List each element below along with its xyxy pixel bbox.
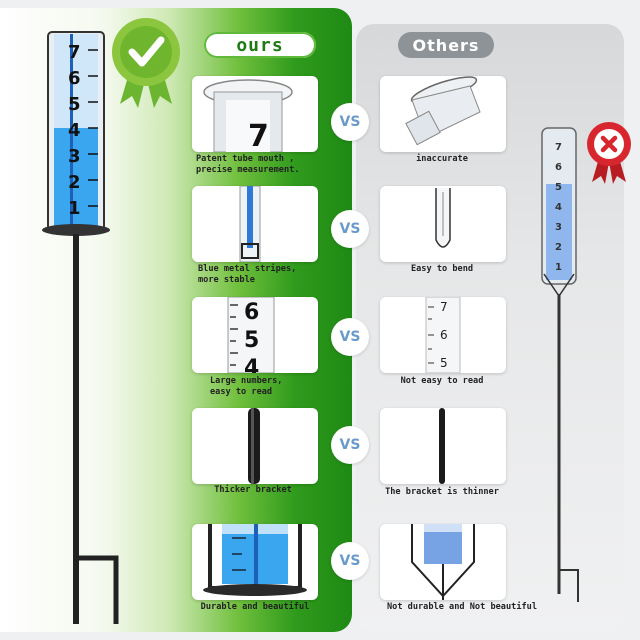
vs-badge-5: VS <box>331 542 369 580</box>
others-caption-3: Not easy to read <box>400 376 484 386</box>
ours-caption-4: Thicker bracket <box>214 485 292 495</box>
ours-header: ours <box>204 32 316 58</box>
vs-badge-3: VS <box>331 318 369 356</box>
others-card-tube-mouth <box>380 76 506 152</box>
others-scale-5: 5 <box>555 182 562 193</box>
others-card-numbers: 7 6 5 <box>380 297 506 373</box>
others-card-bracket <box>380 408 506 484</box>
ours-card-metal-stripe <box>192 186 318 262</box>
others-card-bend <box>380 186 506 262</box>
others-card-durable <box>380 524 506 600</box>
vs-badge-2: VS <box>331 210 369 248</box>
ours-caption-5: Durable and beautiful <box>200 602 310 612</box>
ours-caption-1: Patent tube mouth , precise measurement. <box>196 154 300 175</box>
ours-scale-1: 1 <box>68 198 81 219</box>
vs-badge-1: VS <box>331 103 369 141</box>
others-rain-gauge: 7 6 5 4 3 2 1 <box>541 127 579 602</box>
check-badge-icon <box>112 18 180 108</box>
others-small-6: 6 <box>440 328 448 342</box>
ours-scale-4: 4 <box>68 120 81 141</box>
others-small-5: 5 <box>440 356 448 370</box>
others-scale-2: 2 <box>555 242 562 253</box>
tube-mouth-digit: 7 <box>248 119 269 152</box>
others-caption-1: inaccurate <box>416 154 468 164</box>
ours-caption-3: Large numbers, easy to read <box>210 376 283 397</box>
others-header: Others <box>398 32 494 58</box>
x-badge-icon <box>587 122 631 184</box>
others-scale-1: 1 <box>555 262 562 273</box>
others-scale-6: 6 <box>555 162 562 173</box>
others-scale-3: 3 <box>555 222 562 233</box>
others-caption-5: Not durable and Not beautiful <box>386 602 538 612</box>
ours-rain-gauge: 7 6 5 4 3 2 1 <box>42 31 119 624</box>
ours-big-5: 5 <box>244 328 259 353</box>
ours-big-6: 6 <box>244 300 259 325</box>
ours-card-durable <box>192 524 318 600</box>
ours-card-tube-mouth: 7 <box>192 76 318 152</box>
ours-scale-2: 2 <box>68 172 81 193</box>
ours-caption-2: Blue metal stripes, more stable <box>198 264 297 285</box>
vs-badge-4: VS <box>331 426 369 464</box>
ours-card-bracket <box>192 408 318 484</box>
others-small-7: 7 <box>440 300 448 314</box>
ours-card-numbers: 6 5 4 <box>192 297 318 373</box>
others-scale-4: 4 <box>555 202 562 213</box>
others-scale-7: 7 <box>555 142 562 153</box>
others-caption-4: The bracket is thinner <box>385 487 499 497</box>
others-caption-2: Easy to bend <box>410 264 474 274</box>
ours-scale-5: 5 <box>68 94 81 115</box>
ours-scale-7: 7 <box>68 42 81 63</box>
ours-big-4: 4 <box>244 356 259 373</box>
ours-scale-6: 6 <box>68 68 81 89</box>
ours-scale-3: 3 <box>68 146 81 167</box>
